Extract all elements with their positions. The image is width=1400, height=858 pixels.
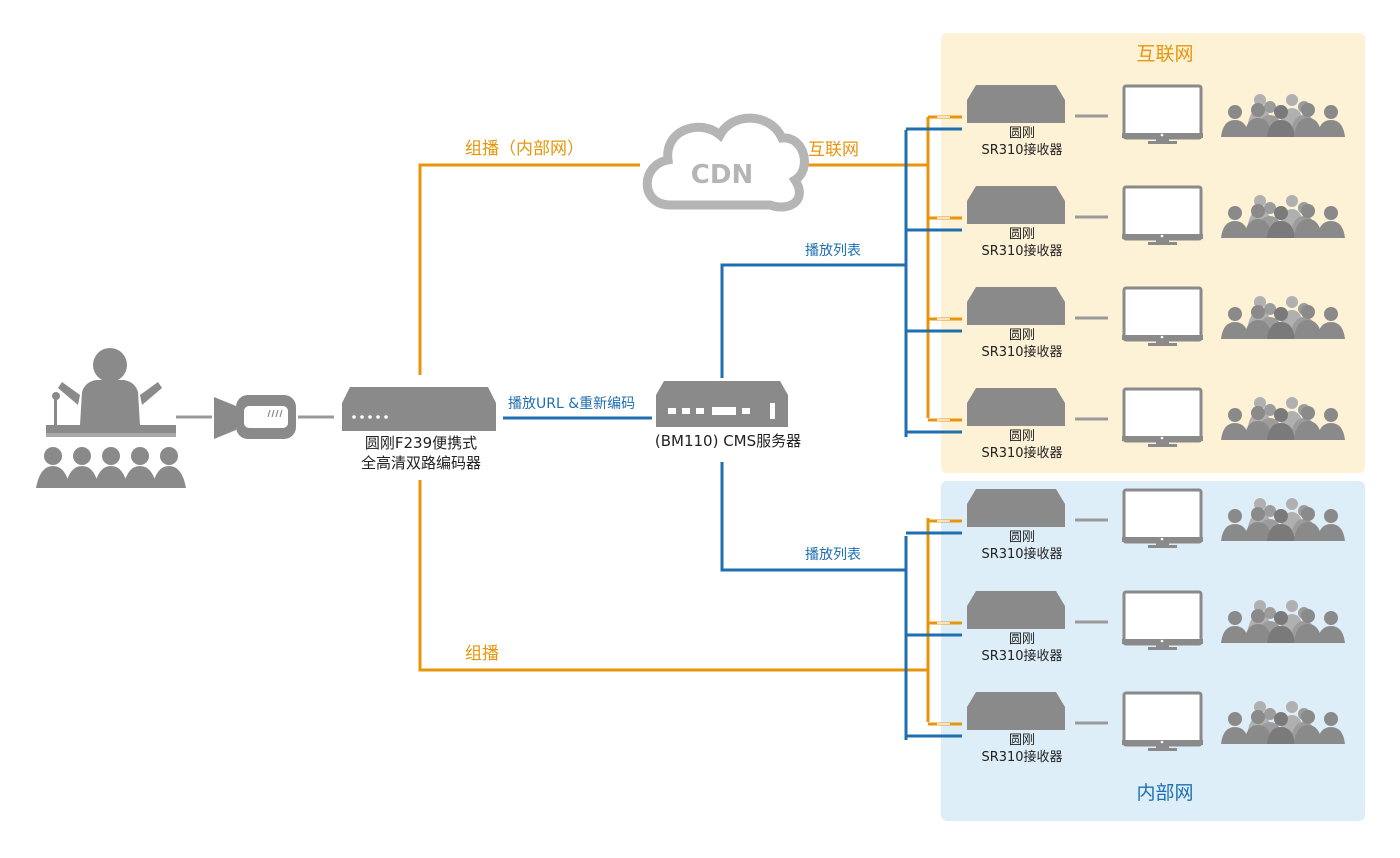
- receiver-device-icon: [967, 591, 1065, 629]
- cdn-label: CDN: [691, 160, 753, 190]
- label-play-url: 播放URL &重新编码: [508, 396, 635, 412]
- receiver-label-brand: 圆刚: [1009, 126, 1035, 141]
- receiver-label-model: SR310接收器: [981, 142, 1062, 158]
- intranet-zone-label: 内部网: [1136, 782, 1193, 804]
- audience-group-icon: [1221, 195, 1345, 238]
- label-multicast: 组播: [465, 644, 499, 664]
- video-camera-icon: [214, 395, 296, 439]
- receiver-label-brand: 圆刚: [1009, 227, 1035, 242]
- monitor-icon: [1122, 286, 1203, 346]
- receiver-device-icon: [967, 692, 1065, 730]
- internet-zone: [941, 33, 1365, 473]
- label-playlist-top: 播放列表: [805, 243, 861, 259]
- monitor-icon: [1122, 691, 1203, 751]
- receiver-device-icon: [967, 287, 1065, 325]
- label-multicast-internal: 组播（内部网）: [465, 139, 584, 159]
- receiver-label-brand: 圆刚: [1009, 733, 1035, 748]
- receiver-rows: 圆刚SR310接收器圆刚SR310接收器圆刚SR310接收器圆刚SR310接收器…: [906, 84, 1345, 765]
- monitor-icon: [1122, 387, 1203, 447]
- label-playlist-bottom: 播放列表: [805, 547, 861, 563]
- presenter-with-audience-icon: [36, 348, 186, 488]
- server-label: (BM110) CMS服务器: [655, 432, 801, 450]
- receiver-label-brand: 圆刚: [1009, 632, 1035, 647]
- connection-lines: [176, 117, 930, 740]
- audience-group-icon: [1221, 397, 1345, 440]
- audience-group-icon: [1221, 94, 1345, 137]
- audience-group-icon: [1221, 701, 1345, 744]
- monitor-icon: [1122, 84, 1203, 144]
- monitor-icon: [1122, 185, 1203, 245]
- audience-group-icon: [1221, 600, 1345, 643]
- rack-server-icon: [656, 381, 788, 427]
- receiver-device-icon: [967, 388, 1065, 426]
- receiver-label-model: SR310接收器: [981, 648, 1062, 664]
- orange-line-encoder-to-cdn: [418, 163, 640, 375]
- blue-line-server-to-internet: [720, 263, 906, 378]
- encoder-device-icon: [342, 387, 496, 431]
- receiver-label-brand: 圆刚: [1009, 328, 1035, 343]
- receiver-label-model: SR310接收器: [981, 546, 1062, 562]
- receiver-label-brand: 圆刚: [1009, 530, 1035, 545]
- orange-line-encoder-to-intranet: [418, 480, 928, 672]
- monitor-icon: [1122, 488, 1203, 548]
- label-internet-link: 互联网: [808, 140, 859, 160]
- receiver-label-brand: 圆刚: [1009, 429, 1035, 444]
- encoder-label-line2: 全高清双路编码器: [361, 454, 481, 472]
- receiver-device-icon: [967, 85, 1065, 123]
- receiver-label-model: SR310接收器: [981, 445, 1062, 461]
- receiver-device-icon: [967, 489, 1065, 527]
- monitor-icon: [1122, 590, 1203, 650]
- receiver-label-model: SR310接收器: [981, 344, 1062, 360]
- receiver-label-model: SR310接收器: [981, 243, 1062, 259]
- audience-group-icon: [1221, 296, 1345, 339]
- audience-group-icon: [1221, 498, 1345, 541]
- internet-zone-label: 互联网: [1136, 43, 1193, 65]
- blue-line-server-to-intranet: [720, 462, 906, 572]
- cdn-cloud-icon: CDN: [642, 113, 809, 212]
- receiver-label-model: SR310接收器: [981, 749, 1062, 765]
- receiver-device-icon: [967, 186, 1065, 224]
- encoder-label-line1: 圆刚F239便携式: [365, 434, 477, 452]
